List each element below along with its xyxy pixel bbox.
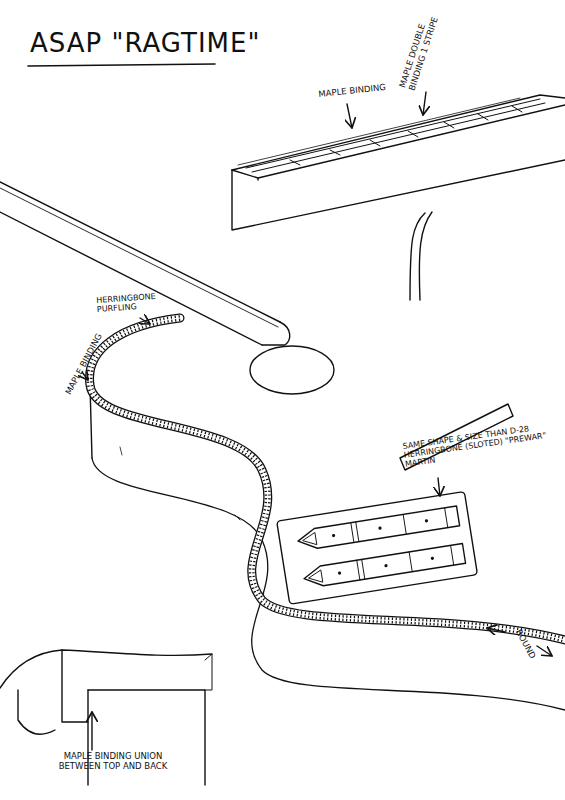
bridge xyxy=(277,492,478,605)
herringbone-edge xyxy=(90,318,565,640)
body-fragment xyxy=(0,650,212,785)
neck xyxy=(0,182,334,394)
note-label: MAPLE DOUBLE BINDING 1 STRIPE xyxy=(398,0,445,92)
note-label: HERRINGBONE PURFLING xyxy=(96,291,175,315)
note-label: MAPLE BINDING UNION BETWEEN TOP AND BACK xyxy=(58,752,168,772)
note-label: MAPLE BINDING xyxy=(318,81,409,100)
fretboard-block xyxy=(232,95,565,300)
title: ASAP "RAGTIME" xyxy=(30,28,260,58)
body-side xyxy=(90,385,565,710)
